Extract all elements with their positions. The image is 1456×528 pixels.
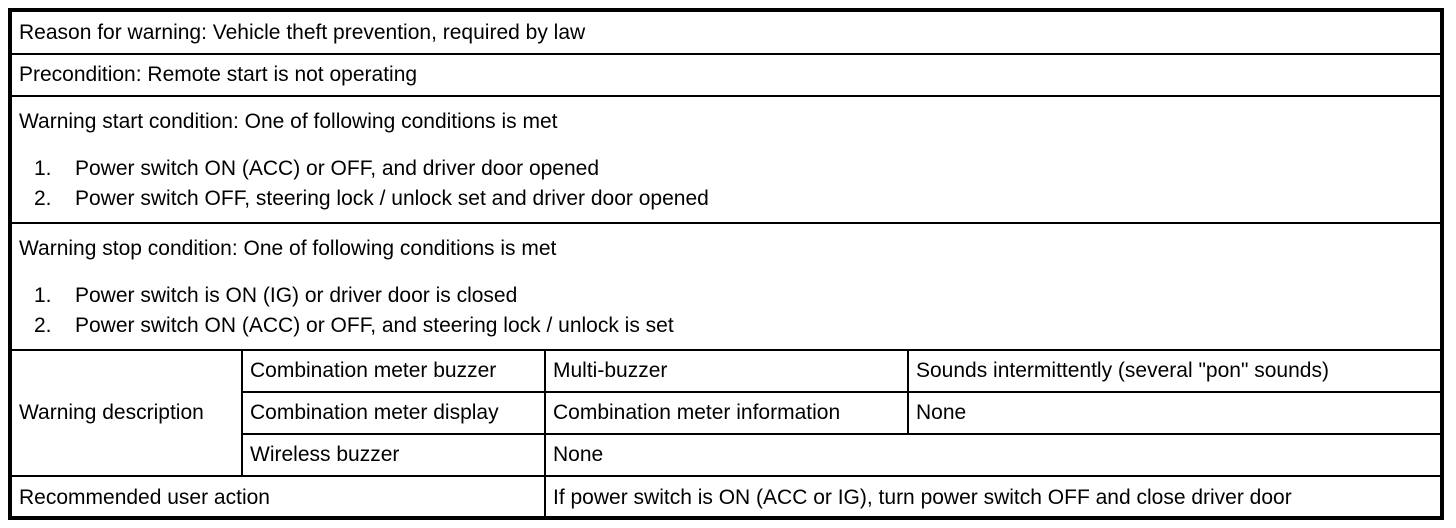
warning-description-device: Wireless buzzer <box>250 443 400 467</box>
table-row-stop-condition: Warning stop condition: One of following… <box>12 222 1441 351</box>
warning-description-channel-cell: None <box>543 433 1441 477</box>
stop-condition-list: 1. Power switch is ON (IG) or driver doo… <box>19 283 1434 338</box>
warning-description-channel: Combination meter information <box>553 401 841 425</box>
warning-spec-table: Reason for warning: Vehicle theft preven… <box>12 12 1441 518</box>
recommended-action-value-cell: If power switch is ON (ACC or IG), turn … <box>543 475 1441 518</box>
list-item: 2. Power switch ON (ACC) or OFF, and ste… <box>19 313 1434 338</box>
list-item-number: 2. <box>34 187 52 211</box>
stop-condition-cell: Warning stop condition: One of following… <box>12 222 1441 351</box>
warning-description-device: Combination meter display <box>250 401 499 425</box>
warning-description-device-cell: Combination meter display <box>242 391 546 435</box>
list-item-number: 1. <box>34 156 52 180</box>
recommended-action-label: Recommended user action <box>19 485 270 509</box>
list-item: 1. Power switch is ON (IG) or driver doo… <box>19 283 1434 308</box>
start-condition-title: Warning start condition: One of followin… <box>19 109 558 133</box>
start-condition-block: Warning start condition: One of followin… <box>12 104 1440 216</box>
precondition-cell: Precondition: Remote start is not operat… <box>12 53 1441 97</box>
list-item: 2. Power switch OFF, steering lock / unl… <box>19 186 1434 211</box>
recommended-action-text: If power switch is ON (ACC or IG), turn … <box>553 485 1292 509</box>
list-item-number: 1. <box>34 283 52 307</box>
stop-condition-title: Warning stop condition: One of following… <box>19 236 557 260</box>
warning-description-channel-cell: Multi-buzzer <box>544 349 909 393</box>
warning-description-behavior: Sounds intermittently (several "pon" sou… <box>916 359 1329 383</box>
start-condition-list: 1. Power switch ON (ACC) or OFF, and dri… <box>19 156 1434 211</box>
list-item-label: Power switch OFF, steering lock / unlock… <box>75 187 709 211</box>
list-item-number: 2. <box>34 314 52 338</box>
precondition-text: Precondition: Remote start is not operat… <box>19 63 418 87</box>
reason-cell: Reason for warning: Vehicle theft preven… <box>12 12 1441 55</box>
table-row-precondition: Precondition: Remote start is not operat… <box>12 53 1441 97</box>
warning-description-behavior-cell: Sounds intermittently (several "pon" sou… <box>906 349 1441 393</box>
list-item-label: Power switch ON (ACC) or OFF, and steeri… <box>75 314 674 338</box>
start-condition-cell: Warning start condition: One of followin… <box>12 95 1441 224</box>
table-row-warning-description-2: Combination meter display Combination me… <box>12 391 1441 435</box>
table-row-start-condition: Warning start condition: One of followin… <box>12 95 1441 224</box>
warning-description-behavior-cell: None <box>906 391 1441 435</box>
table-row-warning-description-1: Warning description Combination meter bu… <box>12 349 1441 477</box>
warning-spec-sheet: Reason for warning: Vehicle theft preven… <box>8 8 1444 520</box>
warning-description-label: Warning description <box>19 401 204 425</box>
warning-description-device: Combination meter buzzer <box>250 359 497 383</box>
warning-description-device-cell: Combination meter buzzer <box>241 349 546 393</box>
table-row-recommended-action: Recommended user action If power switch … <box>12 475 1441 518</box>
warning-description-channel: None <box>553 443 604 467</box>
list-item: 1. Power switch ON (ACC) or OFF, and dri… <box>19 156 1434 181</box>
table-row-warning-description-3: Wireless buzzer None <box>12 433 1441 477</box>
list-item-label: Power switch is ON (IG) or driver door i… <box>75 283 518 307</box>
stop-condition-block: Warning stop condition: One of following… <box>12 231 1440 343</box>
table-row-reason: Reason for warning: Vehicle theft preven… <box>12 12 1441 55</box>
reason-text: Reason for warning: Vehicle theft preven… <box>19 20 586 44</box>
warning-description-label-cell: Warning description <box>12 349 243 477</box>
recommended-action-label-cell: Recommended user action <box>12 475 546 518</box>
list-item-label: Power switch ON (ACC) or OFF, and driver… <box>75 156 600 180</box>
warning-description-channel-cell: Combination meter information <box>544 391 909 435</box>
warning-description-device-cell: Wireless buzzer <box>242 433 546 477</box>
warning-description-behavior: None <box>916 401 967 425</box>
warning-description-channel: Multi-buzzer <box>553 359 668 383</box>
